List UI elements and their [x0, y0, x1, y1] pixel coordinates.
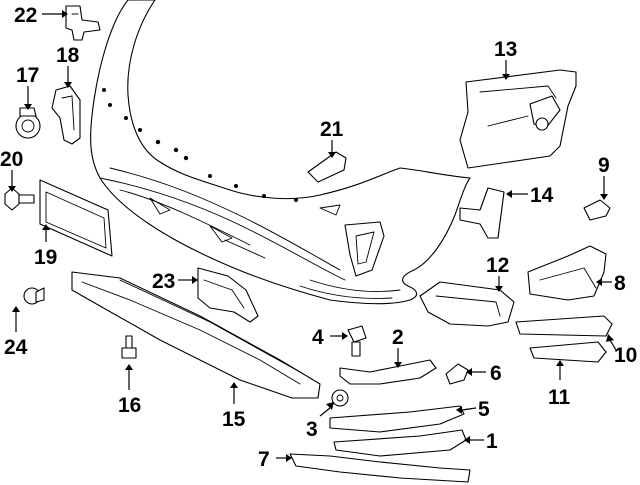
part-5-grille: [329, 405, 465, 433]
part-11-trim: [529, 341, 607, 363]
callout-labels: 22 18 17 20 19 24 23 15 16 21 13 14 9 12…: [0, 4, 637, 471]
callout-14: 14: [530, 184, 554, 207]
part-1-grille-lower: [333, 429, 467, 457]
bumper-cover: [90, 0, 471, 305]
part-23-bracket: [197, 267, 259, 323]
part-21-tow-cover: [307, 151, 347, 183]
part-3-nut: [331, 389, 349, 407]
callout-5: 5: [478, 398, 490, 421]
part-14-bracket: [459, 187, 505, 239]
callout-13: 13: [494, 38, 517, 61]
part-8-grille-insert: [527, 245, 607, 301]
part-12-fog-bezel: [419, 281, 515, 327]
part-18-side-bracket: [51, 85, 81, 145]
leader-lines: [8, 10, 617, 462]
part-19-plate-bracket: [39, 179, 113, 257]
callout-7: 7: [258, 448, 270, 471]
callout-15: 15: [222, 408, 246, 431]
part-4-bolt: [347, 325, 367, 357]
part-2-center-bracket: [339, 359, 437, 385]
callout-8: 8: [614, 272, 626, 295]
callout-21: 21: [320, 118, 344, 141]
callout-11: 11: [548, 386, 571, 409]
part-7-lower-lip: [289, 453, 471, 483]
callout-6: 6: [490, 362, 502, 385]
callout-22: 22: [14, 4, 37, 27]
part-9-bolt: [583, 199, 611, 221]
part-6-bolt: [445, 363, 469, 385]
clip-holes: [102, 88, 298, 202]
part-10-trim: [515, 315, 613, 337]
callout-23: 23: [152, 270, 175, 293]
part-15-lower-absorber: [71, 271, 321, 399]
part-22-bracket: [65, 5, 101, 41]
callout-1: 1: [486, 430, 498, 453]
callout-12: 12: [486, 254, 509, 277]
callout-16: 16: [118, 394, 141, 417]
callout-10: 10: [614, 344, 637, 367]
part-24-screw: [23, 287, 45, 305]
callout-19: 19: [34, 246, 57, 269]
callout-24: 24: [4, 336, 28, 359]
part-20-bolt: [4, 187, 35, 211]
callout-9: 9: [598, 154, 610, 177]
part-17-sensor: [15, 107, 41, 139]
part-13-side-support: [459, 69, 577, 169]
part-16-fastener: [121, 335, 137, 359]
callout-18: 18: [56, 44, 80, 67]
callout-3: 3: [306, 418, 318, 441]
callout-20: 20: [0, 148, 23, 171]
callout-17: 17: [16, 64, 39, 87]
callout-2: 2: [392, 326, 404, 349]
callout-4: 4: [312, 326, 324, 349]
